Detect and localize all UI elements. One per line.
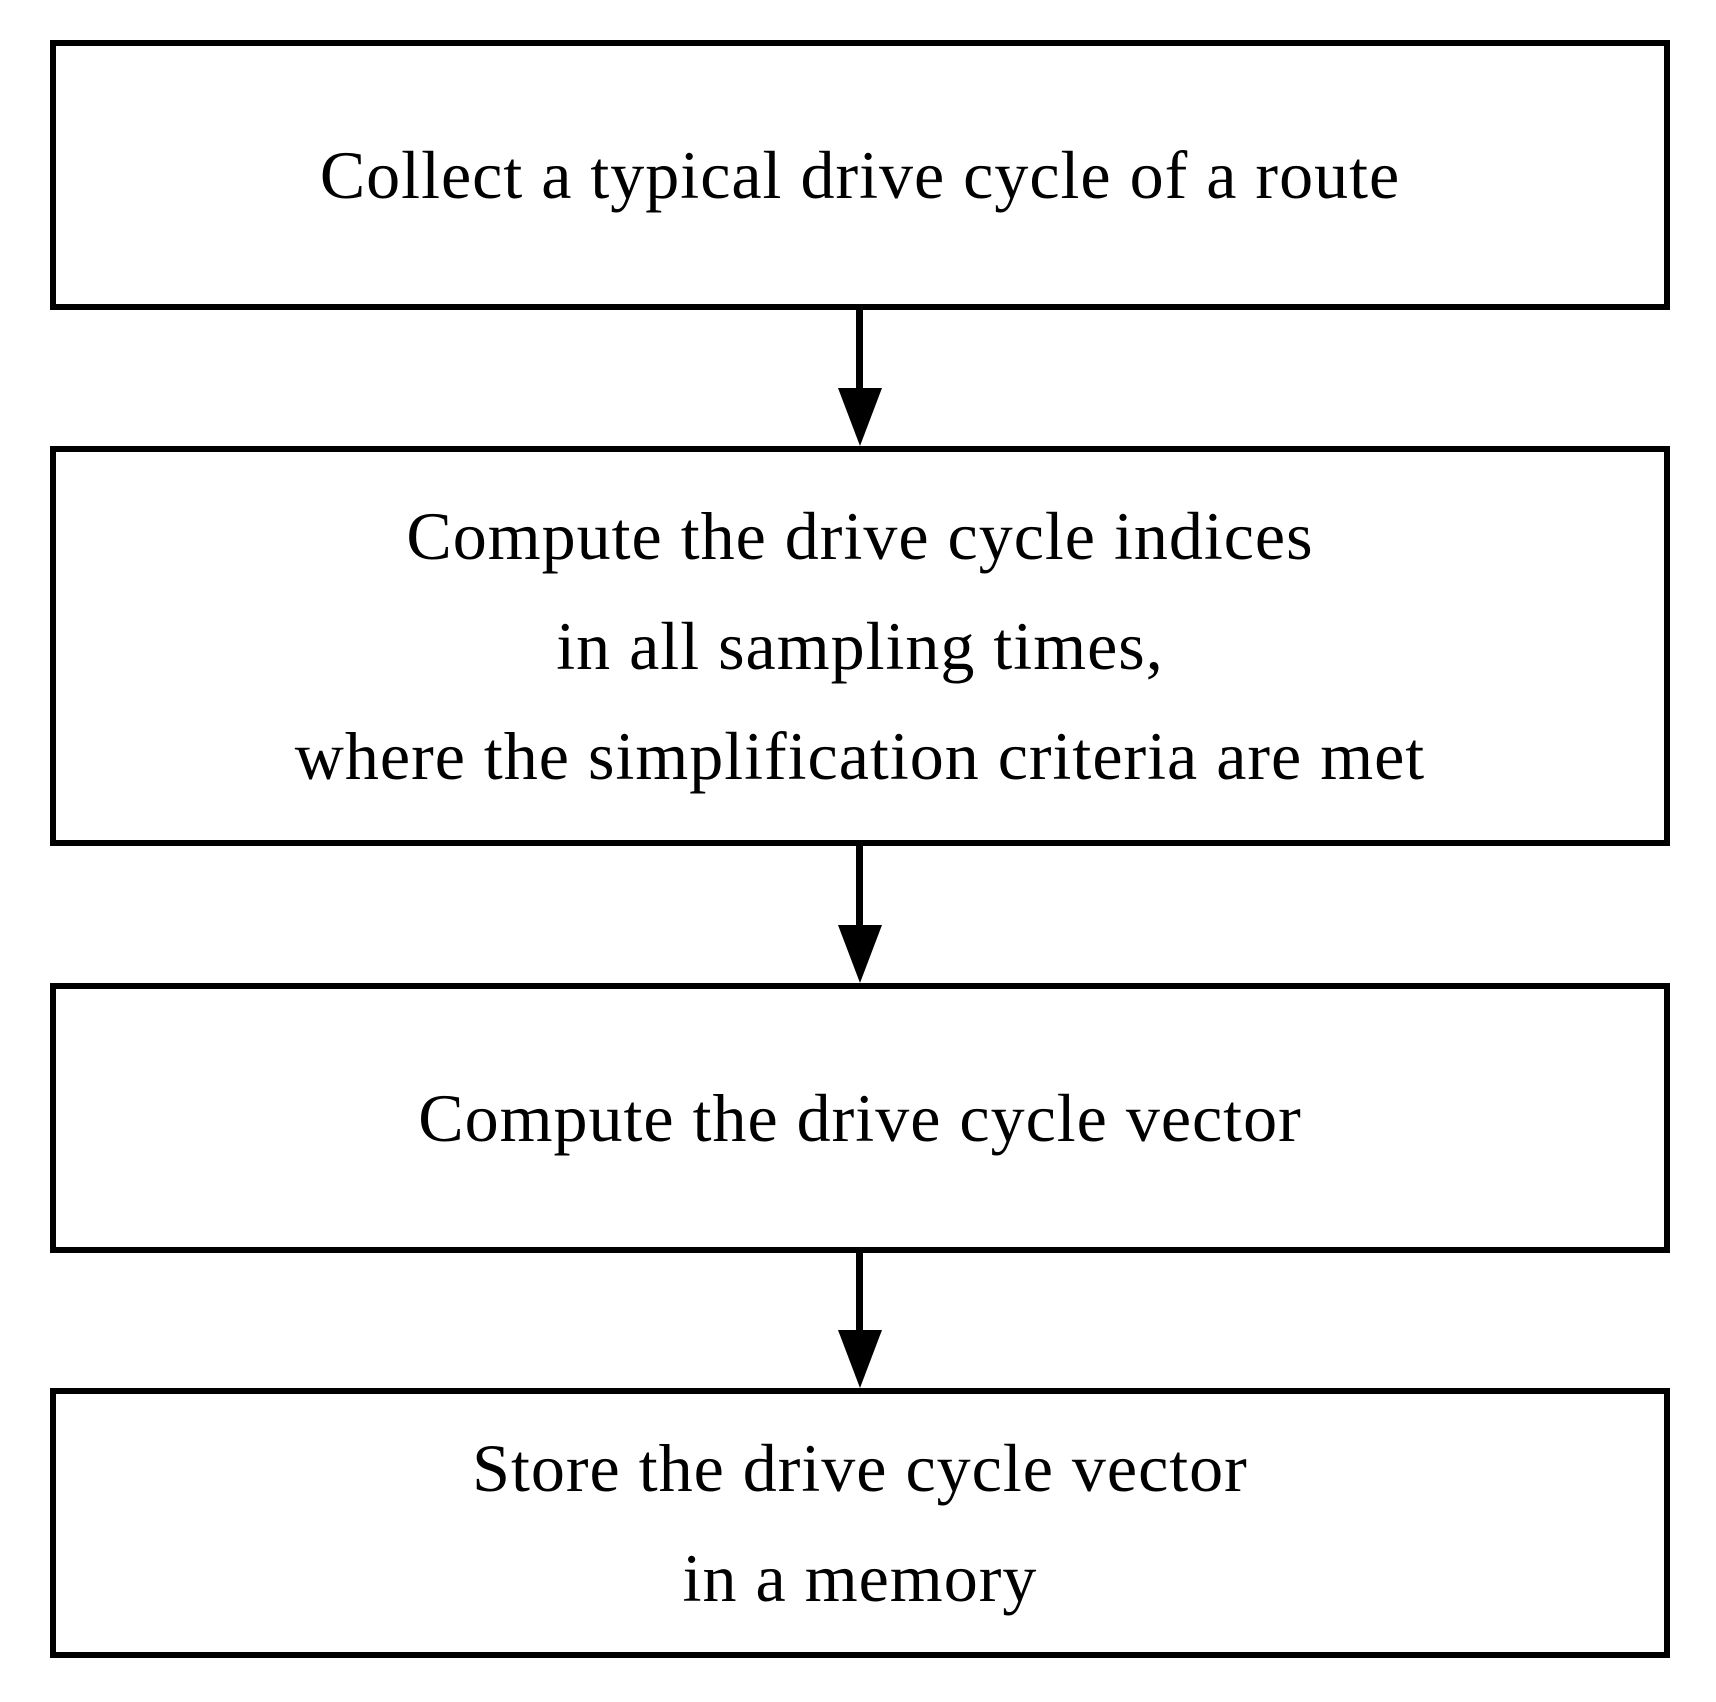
flow-step-compute-vector: Compute the drive cycle vector — [50, 983, 1670, 1253]
arrow-down-icon — [838, 388, 882, 446]
flow-step-text: where the simplification criteria are me… — [294, 718, 1426, 794]
flow-step-text: Compute the drive cycle vector — [418, 1080, 1302, 1156]
arrow-down-icon — [838, 1330, 882, 1388]
flow-step-text: in all sampling times, — [556, 608, 1164, 684]
arrow-stem — [856, 310, 863, 389]
flow-step-text: Store the drive cycle vector — [472, 1430, 1248, 1506]
flow-step-text: in a memory — [682, 1540, 1038, 1616]
flow-step-text: Collect a typical drive cycle of a route — [319, 137, 1401, 213]
flow-step-text: Compute the drive cycle indices — [406, 498, 1314, 574]
flow-step-compute-indices: Compute the drive cycle indices in all s… — [50, 446, 1670, 846]
flow-step-store-vector: Store the drive cycle vector in a memory — [50, 1388, 1670, 1658]
arrow-stem — [856, 1253, 863, 1331]
flow-step-collect-drive-cycle: Collect a typical drive cycle of a route — [50, 40, 1670, 310]
arrow-down-icon — [838, 925, 882, 983]
arrow-stem — [856, 846, 863, 926]
